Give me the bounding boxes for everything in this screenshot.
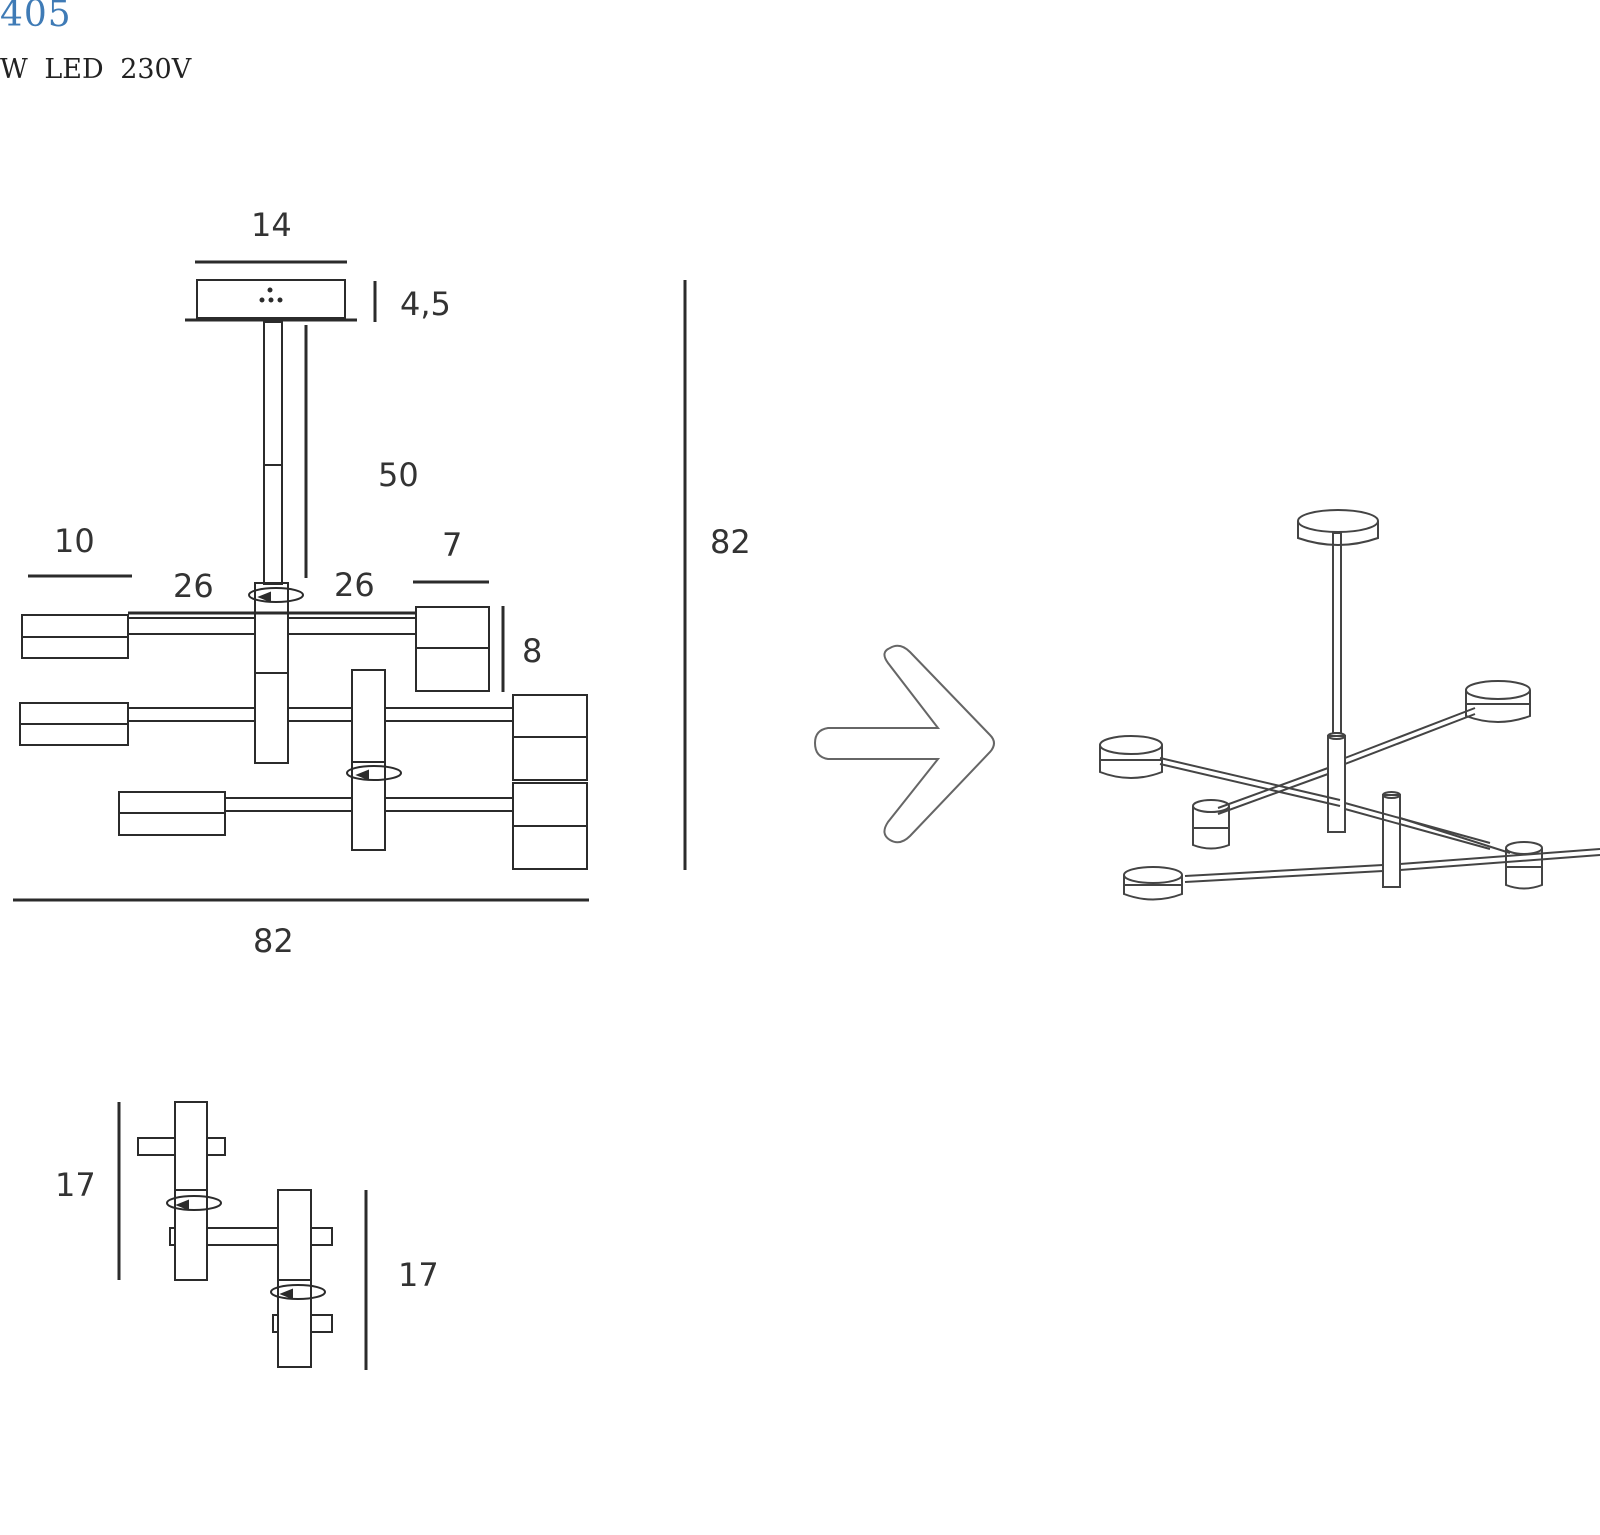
canopy bbox=[185, 279, 357, 322]
total-height-label: 82 bbox=[710, 523, 751, 561]
upper-hub bbox=[248, 582, 304, 764]
canopy-height-label: 4,5 bbox=[400, 285, 451, 323]
middle-right-arm bbox=[287, 694, 588, 781]
middle-left-arm bbox=[19, 702, 256, 746]
right-arrow-icon bbox=[813, 644, 995, 844]
isometric-view bbox=[1099, 509, 1600, 901]
canopy-width-label: 14 bbox=[251, 206, 292, 244]
right-head-width-label: 7 bbox=[442, 526, 462, 564]
left-head-label: 10 bbox=[54, 522, 95, 560]
rod-length-label: 50 bbox=[378, 456, 419, 494]
upper-right-arm bbox=[287, 606, 490, 692]
suspension-rod bbox=[263, 321, 283, 585]
arm-left-label: 26 bbox=[173, 567, 214, 605]
detail-hubs bbox=[137, 1101, 333, 1368]
arm-right-label: 26 bbox=[334, 566, 375, 604]
detail-left-label: 17 bbox=[55, 1166, 96, 1204]
right-head-height-label: 8 bbox=[522, 632, 542, 670]
model-code: 405 bbox=[0, 0, 72, 35]
detail-right-label: 17 bbox=[398, 1256, 439, 1294]
total-width-label: 82 bbox=[253, 922, 294, 960]
lower-hub bbox=[346, 669, 402, 851]
lower-arms bbox=[118, 782, 588, 870]
spec-line: W LED 230V bbox=[0, 54, 192, 85]
upper-left-arm bbox=[21, 614, 256, 659]
